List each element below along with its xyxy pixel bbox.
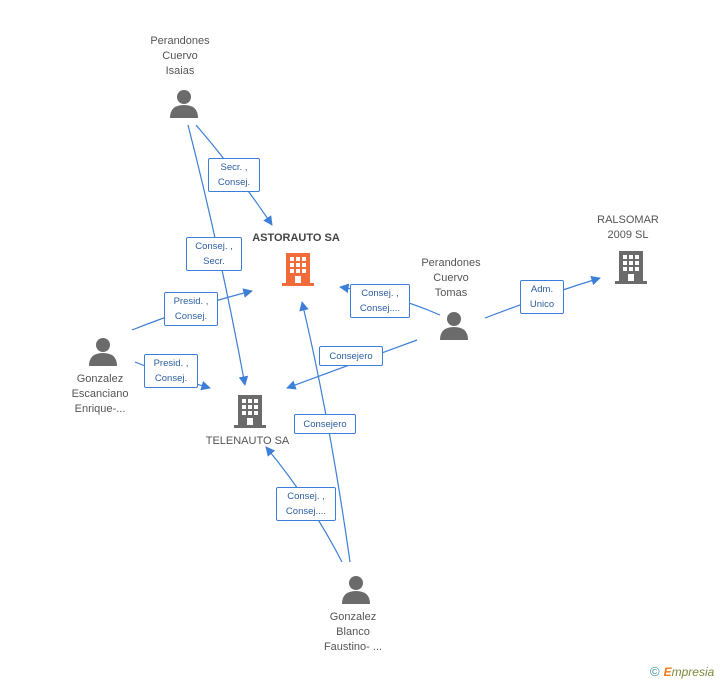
copyright-symbol: © (650, 664, 660, 679)
person-icon-gonzalez-escanciano[interactable] (88, 337, 118, 367)
edge-label-tomas-telenauto[interactable]: Consejero (319, 346, 383, 366)
node-label-ralsomar[interactable]: RALSOMAR 2009 SL (597, 214, 659, 241)
edge-label-escanciano-telenauto[interactable]: Presid. , Consej. (144, 354, 198, 388)
empresia-footer[interactable]: ©Empresia (650, 664, 714, 679)
edge-label-isaias-astorauto[interactable]: Secr. , Consej. (208, 158, 260, 192)
edge-label-tomas-astorauto[interactable]: Consej. , Consej.... (350, 284, 410, 318)
node-label-perandones-tomas[interactable]: Perandones Cuervo Tomas (421, 257, 481, 299)
building-icon-astorauto[interactable] (282, 251, 314, 287)
building-icon-ralsomar[interactable] (615, 249, 647, 285)
node-label-astorauto[interactable]: ASTORAUTO SA (252, 232, 340, 244)
edge-label-isaias-telenauto[interactable]: Consej. , Secr. (186, 237, 242, 271)
person-icon-gonzalez-blanco[interactable] (341, 575, 371, 605)
edge-label-tomas-ralsomar[interactable]: Adm. Unico (520, 280, 564, 314)
brand-name: mpresia (671, 665, 715, 679)
building-icon-telenauto[interactable] (234, 393, 266, 429)
person-icon-perandones-tomas[interactable] (439, 311, 469, 341)
node-label-gonzalez-escanciano[interactable]: Gonzalez Escanciano Enrique-... (71, 373, 129, 415)
node-label-gonzalez-blanco[interactable]: Gonzalez Blanco Faustino- ... (323, 611, 383, 653)
edge-label-escanciano-astorauto[interactable]: Presid. , Consej. (164, 292, 218, 326)
person-icon-perandones-isaias[interactable] (169, 89, 199, 119)
edge-label-blanco-astorauto[interactable]: Consejero (294, 414, 356, 434)
brand-initial: E (663, 665, 672, 679)
node-label-perandones-isaias[interactable]: Perandones Cuervo Isaias (150, 35, 210, 77)
edge-label-blanco-telenauto[interactable]: Consej. , Consej.... (276, 487, 336, 521)
node-label-telenauto[interactable]: TELENAUTO SA (205, 435, 290, 447)
